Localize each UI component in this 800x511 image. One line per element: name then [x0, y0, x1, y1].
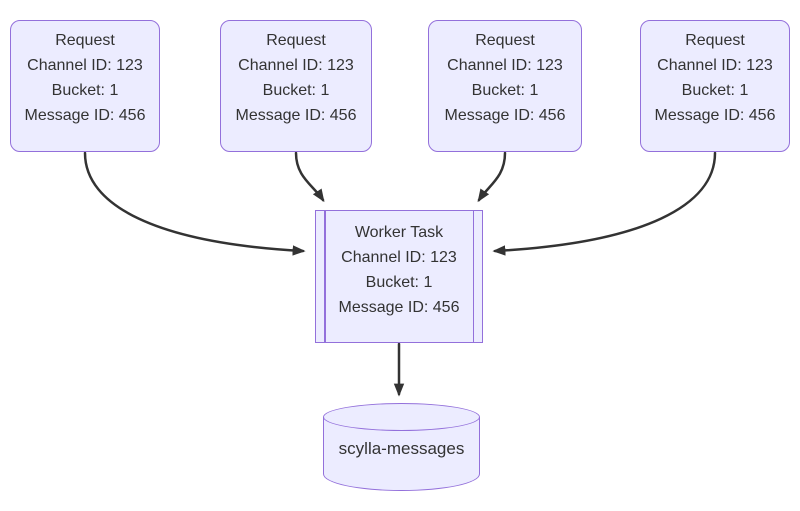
node-title: Request: [475, 32, 535, 49]
node-message-id: Message ID: 456: [444, 107, 566, 124]
edge-request3-to-worker: [477, 151, 507, 203]
worker-task-node: Worker Task Channel ID: 123 Bucket: 1 Me…: [315, 210, 483, 343]
edge-request1-to-worker: [83, 151, 306, 256]
node-message-id: Message ID: 456: [338, 299, 460, 316]
node-bucket: Bucket: 1: [471, 82, 539, 99]
node-bucket: Bucket: 1: [51, 82, 119, 99]
node-channel-id: Channel ID: 123: [238, 57, 354, 74]
node-title: Request: [55, 32, 115, 49]
node-message-id: Message ID: 456: [654, 107, 776, 124]
request-node-4: Request Channel ID: 123 Bucket: 1 Messag…: [640, 20, 790, 152]
database-label: scylla-messages: [338, 439, 465, 458]
node-title: Request: [685, 32, 745, 49]
node-channel-id: Channel ID: 123: [657, 57, 773, 74]
node-channel-id: Channel ID: 123: [341, 249, 457, 266]
edge-request2-to-worker: [294, 151, 325, 203]
request-node-2: Request Channel ID: 123 Bucket: 1 Messag…: [220, 20, 372, 152]
edge-request4-to-worker: [492, 151, 717, 256]
request-node-3: Request Channel ID: 123 Bucket: 1 Messag…: [428, 20, 582, 152]
node-title: Worker Task: [354, 224, 444, 241]
node-message-id: Message ID: 456: [24, 107, 146, 124]
node-channel-id: Channel ID: 123: [27, 57, 143, 74]
node-bucket: Bucket: 1: [262, 82, 330, 99]
database-cylinder-top: [323, 403, 480, 431]
subroutine-left-bar: [324, 211, 326, 342]
node-channel-id: Channel ID: 123: [447, 57, 563, 74]
node-title: Request: [266, 32, 326, 49]
database-node: scylla-messages: [323, 403, 480, 491]
request-node-1: Request Channel ID: 123 Bucket: 1 Messag…: [10, 20, 160, 152]
subroutine-right-bar: [472, 211, 474, 342]
node-bucket: Bucket: 1: [365, 274, 433, 291]
node-bucket: Bucket: 1: [681, 82, 749, 99]
node-message-id: Message ID: 456: [235, 107, 357, 124]
